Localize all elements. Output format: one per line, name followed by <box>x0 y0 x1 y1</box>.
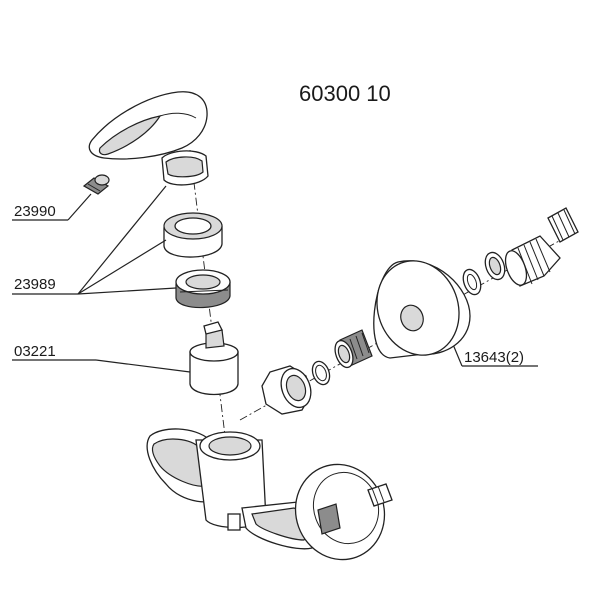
handle-screw <box>82 174 110 195</box>
mixer-body <box>146 428 318 550</box>
leader-23990 <box>12 193 92 221</box>
cartridge <box>189 321 239 396</box>
leader-23989 <box>12 185 177 295</box>
lower-rosette <box>294 463 393 561</box>
o-ring-small <box>311 360 331 386</box>
diagram-title: 60300 10 <box>299 81 391 106</box>
part-label-23989: 23989 <box>14 276 56 293</box>
s-union-connector <box>504 207 579 287</box>
eccentric-rosette <box>373 260 471 359</box>
cover-ring <box>163 212 223 258</box>
threaded-nut <box>175 269 231 309</box>
leader-03221 <box>12 359 191 373</box>
union-nut <box>261 365 312 415</box>
washer-2 <box>484 251 506 281</box>
threaded-adapter <box>334 329 373 369</box>
part-label-23990: 23990 <box>14 203 56 220</box>
part-label-03221: 03221 <box>14 343 56 360</box>
part-label-13643: 13643(2) <box>464 349 524 366</box>
washer-1 <box>462 268 482 296</box>
lever-handle <box>88 91 209 186</box>
